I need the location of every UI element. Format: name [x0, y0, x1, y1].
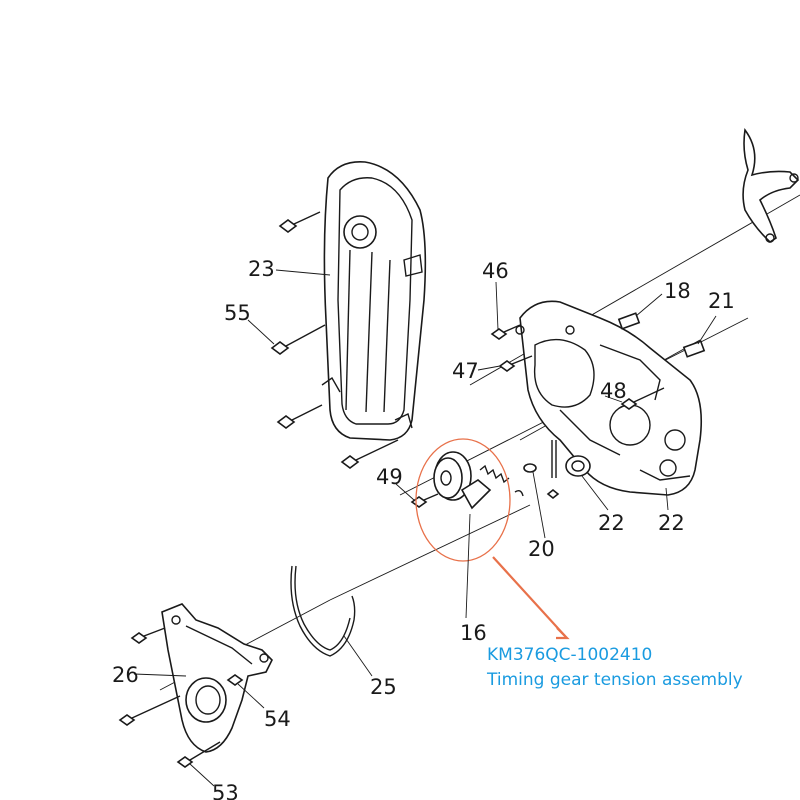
callout-47: 47: [452, 359, 479, 383]
engine-mount-bracket: [742, 127, 800, 244]
callout-25: 25: [370, 675, 397, 699]
callout-numbers: 23 55 46 47 18 21 48 49 22 22 20 16 25 2…: [112, 257, 735, 800]
housing-bolts: [490, 324, 665, 410]
callout-22-housing: 22: [658, 511, 685, 535]
callout-18: 18: [664, 279, 691, 303]
callout-20: 20: [528, 537, 555, 561]
callout-53: 53: [212, 781, 239, 800]
lower-timing-cover: [161, 603, 273, 753]
highlight-marker: [415, 438, 570, 640]
dowel-pins: [617, 312, 706, 358]
oil-seal-and-stud: [523, 440, 591, 500]
callout-46: 46: [482, 259, 509, 283]
assembly-part-number: KM376QC-1002410: [487, 645, 653, 665]
timing-belt: [290, 565, 356, 657]
callout-22-seal: 22: [598, 511, 625, 535]
assembly-description: Timing gear tension assembly: [487, 670, 743, 690]
callout-55: 55: [224, 301, 251, 325]
lower-cover-bolts: [118, 627, 244, 768]
callout-23: 23: [248, 257, 275, 281]
callout-16: 16: [460, 621, 487, 645]
callout-54: 54: [264, 707, 291, 731]
upper-cover-bolts: [270, 211, 399, 469]
callout-26: 26: [112, 663, 139, 687]
callout-21: 21: [708, 289, 735, 313]
timing-gear-tensioner: [410, 451, 524, 510]
upper-timing-cover: [321, 161, 427, 441]
callout-49: 49: [376, 465, 403, 489]
callout-leader-lines: [133, 269, 717, 787]
callout-48: 48: [600, 379, 627, 403]
